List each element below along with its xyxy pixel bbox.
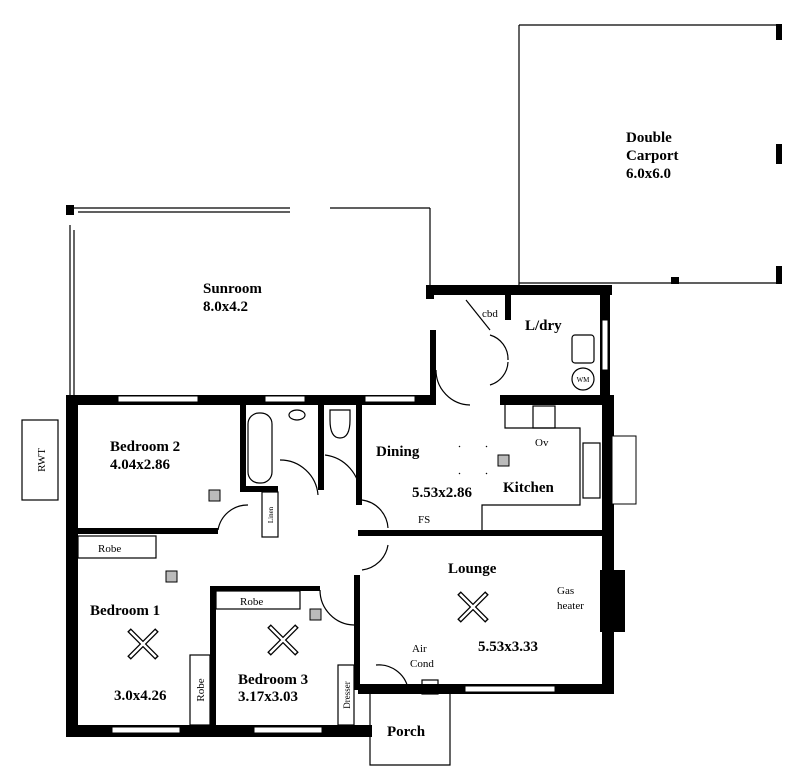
bedroom2-size: 4.04x2.86 [110, 457, 171, 473]
gas-heater-label: Gas [557, 585, 574, 597]
sunroom: Sunroom 8.0x4.2 [66, 205, 431, 395]
air-cond-label: Air [412, 643, 427, 655]
kitchen: Ov FS Dining 5.53x2.86 Kitchen [376, 405, 601, 530]
carport: Double Carport 6.0x6.0 [518, 24, 782, 285]
linen-label: Linen [267, 506, 275, 523]
lounge-size: 5.53x3.33 [478, 639, 538, 655]
ceiling-fan-icon [127, 628, 159, 660]
bedroom1-label: Bedroom 1 [90, 603, 160, 619]
laundry-label: L/dry [525, 318, 562, 334]
vent-icon [208, 489, 221, 502]
vent-icon [165, 570, 178, 583]
cupboard-label: cbd [482, 308, 498, 320]
rainwater-tank: RWT [21, 419, 59, 501]
bathroom-fixtures [247, 409, 351, 484]
laundry: WM cbd L/dry [482, 308, 595, 391]
doors [217, 299, 509, 626]
fridge-space-label: FS [418, 514, 430, 526]
gas-heater-label-2: heater [557, 600, 584, 612]
carport-label-2: Carport [626, 148, 679, 164]
porch-label: Porch [387, 724, 426, 740]
dining-label: Dining [376, 444, 420, 460]
vent-icon [497, 454, 510, 467]
oven-label: Ov [535, 437, 549, 449]
dining-size: 5.53x2.86 [412, 485, 473, 501]
robe-label-bedroom1: Robe [98, 543, 121, 555]
rwt-label: RWT [36, 448, 48, 472]
washing-machine-label: WM [577, 376, 591, 384]
kitchen-label: Kitchen [503, 480, 554, 496]
carport-size: 6.0x6.0 [626, 166, 671, 182]
robe-label-bedroom1-side: Robe [195, 678, 207, 701]
ceiling-fan-icon [458, 445, 488, 475]
carport-label: Double [626, 130, 672, 146]
robe-label-bedroom3: Robe [240, 596, 263, 608]
bedroom3-label: Bedroom 3 [238, 672, 308, 688]
sunroom-label: Sunroom [203, 281, 262, 297]
ceiling-fan-icon [457, 591, 489, 623]
sunroom-size: 8.0x4.2 [203, 299, 248, 315]
lounge-label: Lounge [448, 561, 497, 577]
dresser-label: Dresser [342, 681, 352, 709]
bedroom3-size: 3.17x3.03 [238, 689, 298, 705]
air-cond-label-2: Cond [410, 658, 434, 670]
walls [66, 285, 637, 737]
bedroom1-size: 3.0x4.26 [114, 688, 167, 704]
ceiling-fan-icon [267, 624, 299, 656]
bedroom2-label: Bedroom 2 [110, 439, 180, 455]
vent-icon [309, 608, 322, 621]
porch: Porch [369, 664, 451, 766]
